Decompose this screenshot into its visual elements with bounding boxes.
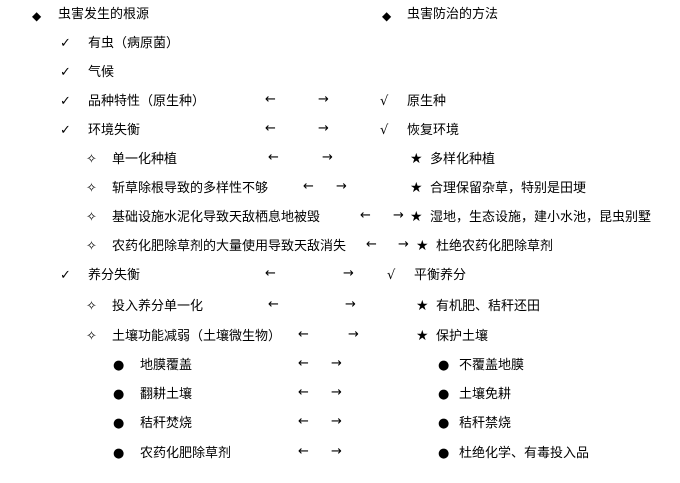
dot-bullet-icon: ● bbox=[438, 446, 450, 461]
left-detail-mulch: 地膜覆盖 bbox=[140, 358, 193, 373]
arrow-right-icon: → bbox=[322, 150, 333, 165]
left-item-environment: 环境失衡 bbox=[88, 123, 141, 138]
diamond-bullet-icon: ◆ bbox=[382, 9, 392, 23]
arrow-left-icon: ← bbox=[268, 150, 279, 165]
left-subitem-cement: 基础设施水泥化导致天敌栖息地被毁 bbox=[112, 210, 321, 225]
arrow-left-icon: ← bbox=[268, 297, 279, 312]
hollow-diamond-icon: ✧ bbox=[86, 299, 97, 314]
arrow-left-icon: ← bbox=[265, 92, 276, 107]
arrow-right-icon: → bbox=[345, 297, 356, 312]
left-item-nutrient: 养分失衡 bbox=[88, 268, 141, 283]
hollow-diamond-icon: ✧ bbox=[86, 152, 97, 167]
left-subitem-single-input: 投入养分单一化 bbox=[112, 299, 204, 314]
right-subitem-ban-chemicals: 杜绝农药化肥除草剂 bbox=[436, 239, 554, 254]
arrow-right-icon: → bbox=[336, 179, 347, 194]
check-icon: ✓ bbox=[60, 123, 71, 138]
right-detail-ban-burning: 秸秆禁烧 bbox=[459, 416, 512, 431]
check-icon: √ bbox=[380, 123, 389, 138]
dot-bullet-icon: ● bbox=[113, 358, 125, 373]
dot-bullet-icon: ● bbox=[113, 416, 125, 431]
left-detail-tillage: 翻耕土壤 bbox=[140, 387, 193, 402]
left-subitem-soil-function: 土壤功能减弱（土壤微生物） bbox=[112, 329, 282, 344]
arrow-right-icon: → bbox=[348, 327, 359, 342]
check-icon: √ bbox=[380, 94, 389, 109]
left-subitem-weeding: 斩草除根导致的多样性不够 bbox=[112, 181, 269, 196]
arrow-left-icon: ← bbox=[303, 179, 314, 194]
arrow-left-icon: ← bbox=[298, 327, 309, 342]
hollow-diamond-icon: ✧ bbox=[86, 329, 97, 344]
dot-bullet-icon: ● bbox=[438, 416, 450, 431]
dot-bullet-icon: ● bbox=[438, 358, 450, 373]
left-detail-straw-burning: 秸秆焚烧 bbox=[140, 416, 193, 431]
check-icon: ✓ bbox=[60, 268, 71, 283]
check-icon: ✓ bbox=[60, 94, 71, 109]
arrow-left-icon: ← bbox=[298, 444, 309, 459]
star-icon: ★ bbox=[410, 209, 423, 225]
dot-bullet-icon: ● bbox=[113, 446, 125, 461]
hollow-diamond-icon: ✧ bbox=[86, 210, 97, 225]
check-icon: √ bbox=[387, 268, 396, 283]
left-heading: 虫害发生的根源 bbox=[58, 7, 150, 22]
arrow-right-icon: → bbox=[318, 121, 329, 136]
hollow-diamond-icon: ✧ bbox=[86, 181, 97, 196]
hollow-diamond-icon: ✧ bbox=[86, 239, 97, 254]
arrow-right-icon: → bbox=[318, 92, 329, 107]
right-item-restore-env: 恢复环境 bbox=[407, 123, 460, 138]
left-detail-agrochemicals: 农药化肥除草剂 bbox=[140, 446, 232, 461]
right-subitem-protect-soil: 保护土壤 bbox=[436, 329, 489, 344]
arrow-left-icon: ← bbox=[298, 356, 309, 371]
arrow-right-icon: → bbox=[398, 237, 409, 252]
right-subitem-wetland: 湿地，生态设施，建小水池，昆虫别墅 bbox=[430, 210, 652, 225]
right-subitem-diverse-planting: 多样化种植 bbox=[430, 152, 496, 167]
arrow-right-icon: → bbox=[343, 266, 354, 281]
check-icon: ✓ bbox=[60, 65, 71, 80]
arrow-right-icon: → bbox=[331, 444, 342, 459]
star-icon: ★ bbox=[416, 298, 429, 314]
right-detail-ban-toxic-inputs: 杜绝化学、有毒投入品 bbox=[459, 446, 590, 461]
diamond-bullet-icon: ◆ bbox=[32, 9, 42, 23]
left-item-climate: 气候 bbox=[88, 65, 115, 80]
arrow-right-icon: → bbox=[331, 385, 342, 400]
check-icon: ✓ bbox=[60, 36, 71, 51]
right-heading: 虫害防治的方法 bbox=[407, 7, 499, 22]
arrow-left-icon: ← bbox=[265, 121, 276, 136]
dot-bullet-icon: ● bbox=[113, 387, 125, 402]
arrow-right-icon: → bbox=[331, 414, 342, 429]
star-icon: ★ bbox=[410, 180, 423, 196]
right-detail-no-till: 土壤免耕 bbox=[459, 387, 512, 402]
star-icon: ★ bbox=[410, 151, 423, 167]
arrow-left-icon: ← bbox=[298, 385, 309, 400]
arrow-right-icon: → bbox=[393, 208, 404, 223]
right-subitem-keep-weeds: 合理保留杂草，特别是田埂 bbox=[430, 181, 587, 196]
dot-bullet-icon: ● bbox=[438, 387, 450, 402]
star-icon: ★ bbox=[416, 328, 429, 344]
left-item-pest: 有虫（病原菌） bbox=[88, 36, 180, 51]
arrow-left-icon: ← bbox=[265, 266, 276, 281]
arrow-left-icon: ← bbox=[298, 414, 309, 429]
right-item-balance-nutrient: 平衡养分 bbox=[414, 268, 467, 283]
left-subitem-chemicals: 农药化肥除草剂的大量使用导致天敌消失 bbox=[112, 239, 347, 254]
left-subitem-monoculture: 单一化种植 bbox=[112, 152, 178, 167]
star-icon: ★ bbox=[416, 238, 429, 254]
arrow-left-icon: ← bbox=[366, 237, 377, 252]
right-detail-no-mulch: 不覆盖地膜 bbox=[459, 358, 525, 373]
right-item-native-variety: 原生种 bbox=[407, 94, 447, 109]
left-item-variety: 品种特性（原生种） bbox=[88, 94, 206, 109]
arrow-left-icon: ← bbox=[360, 208, 371, 223]
right-subitem-organic: 有机肥、秸秆还田 bbox=[436, 299, 541, 314]
arrow-right-icon: → bbox=[331, 356, 342, 371]
